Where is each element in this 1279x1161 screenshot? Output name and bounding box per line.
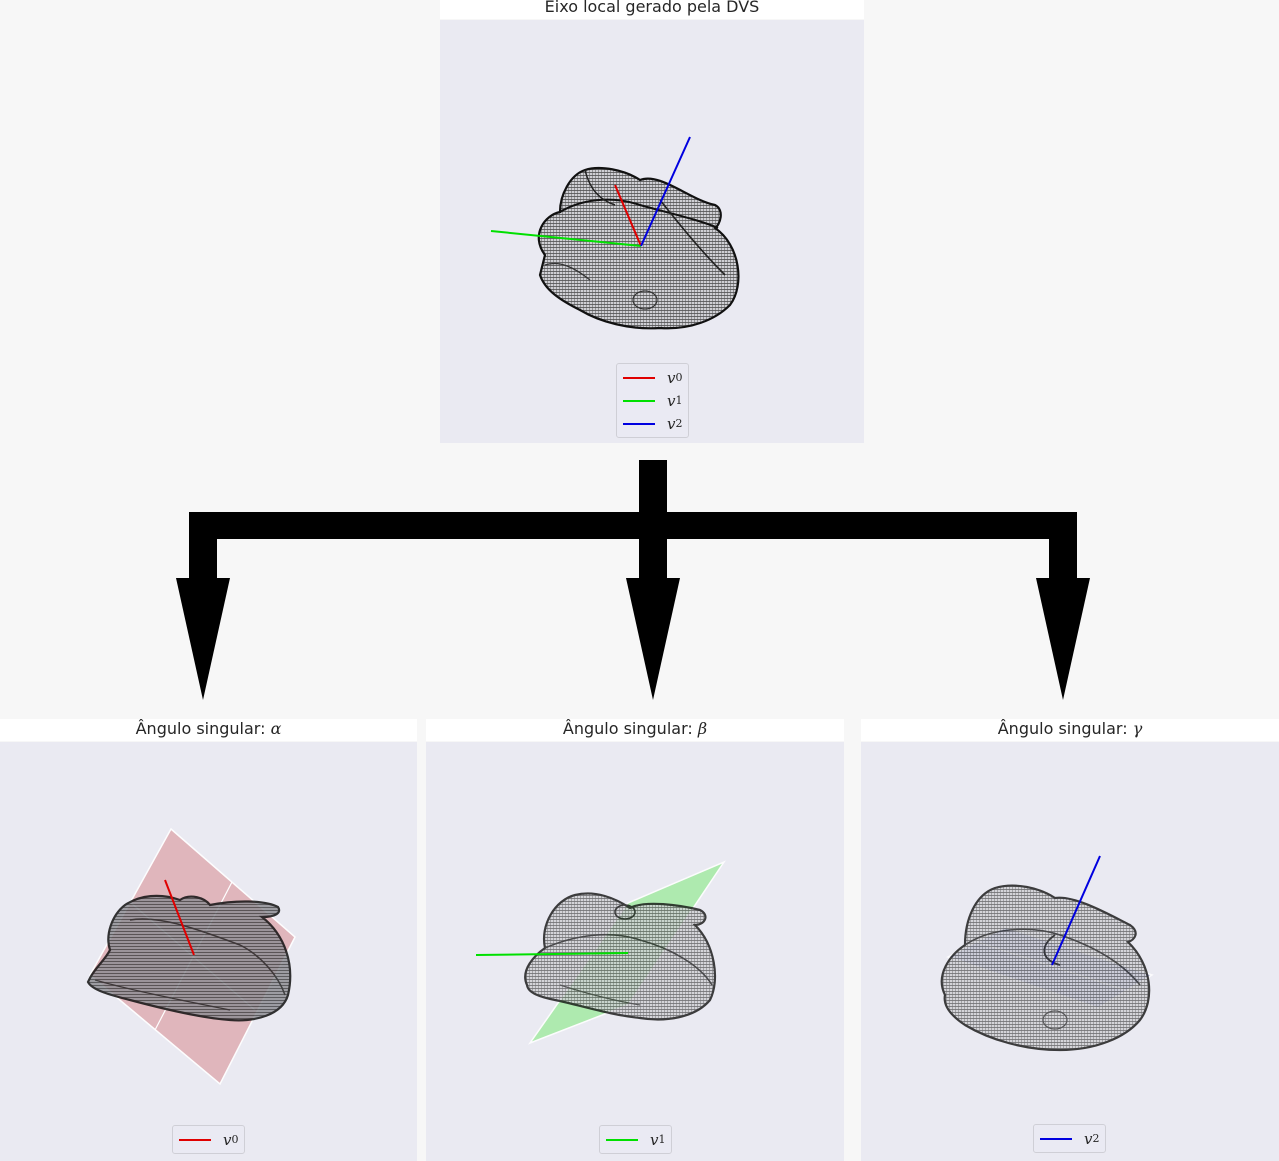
legend-swatch-v1 xyxy=(606,1138,638,1141)
legend-sub: 1 xyxy=(658,1133,666,1146)
legend-symbol: v xyxy=(650,1130,659,1149)
legend-symbol: v xyxy=(667,414,676,433)
legend-symbol: v xyxy=(667,391,676,410)
gamma-panel-title: Ângulo singular: γ xyxy=(861,719,1279,741)
gamma-bunny-mesh xyxy=(940,884,1151,1052)
alpha-v0-line xyxy=(164,879,195,956)
top-v2-line xyxy=(640,136,691,247)
beta-symbol: β xyxy=(697,719,708,738)
top-v0-line xyxy=(614,184,642,247)
legend-sub: 2 xyxy=(1092,1132,1100,1145)
gamma-symbol: γ xyxy=(1132,719,1143,738)
legend-swatch-v2 xyxy=(1040,1137,1072,1140)
legend-symbol: v xyxy=(1084,1129,1093,1148)
gamma-title-text: Ângulo singular: xyxy=(997,719,1133,738)
legend-swatch-v1 xyxy=(623,399,655,402)
arrow-head-left xyxy=(176,578,230,700)
beta-bunny-mesh xyxy=(524,892,717,1021)
branch-arrows xyxy=(176,460,1090,700)
beta-v1-line xyxy=(475,952,629,956)
legend-symbol: v xyxy=(667,368,676,387)
legend-swatch-v0 xyxy=(623,376,655,379)
arrow-head-right xyxy=(1036,578,1090,700)
alpha-bunny-mesh xyxy=(86,894,292,1022)
beta-title-text: Ângulo singular: xyxy=(562,719,698,738)
alpha-symbol: α xyxy=(270,719,282,738)
alpha-title-text: Ângulo singular: xyxy=(135,719,271,738)
gamma-v2-line xyxy=(1051,855,1101,966)
alpha-panel-title: Ângulo singular: α xyxy=(0,719,417,741)
legend-symbol: v xyxy=(223,1130,232,1149)
top-panel-title: Eixo local gerado pela DVS xyxy=(440,0,864,19)
legend-sub: 0 xyxy=(675,371,683,384)
legend-sub: 0 xyxy=(231,1133,239,1146)
legend-sub: 2 xyxy=(675,417,683,430)
top-bunny-mesh xyxy=(537,166,740,330)
beta-panel-title: Ângulo singular: β xyxy=(426,719,844,741)
arrow-head-center xyxy=(626,578,680,700)
legend-swatch-v0 xyxy=(179,1138,211,1141)
legend-sub: 1 xyxy=(675,394,683,407)
legend-swatch-v2 xyxy=(623,422,655,425)
top-v1-line xyxy=(490,230,642,247)
